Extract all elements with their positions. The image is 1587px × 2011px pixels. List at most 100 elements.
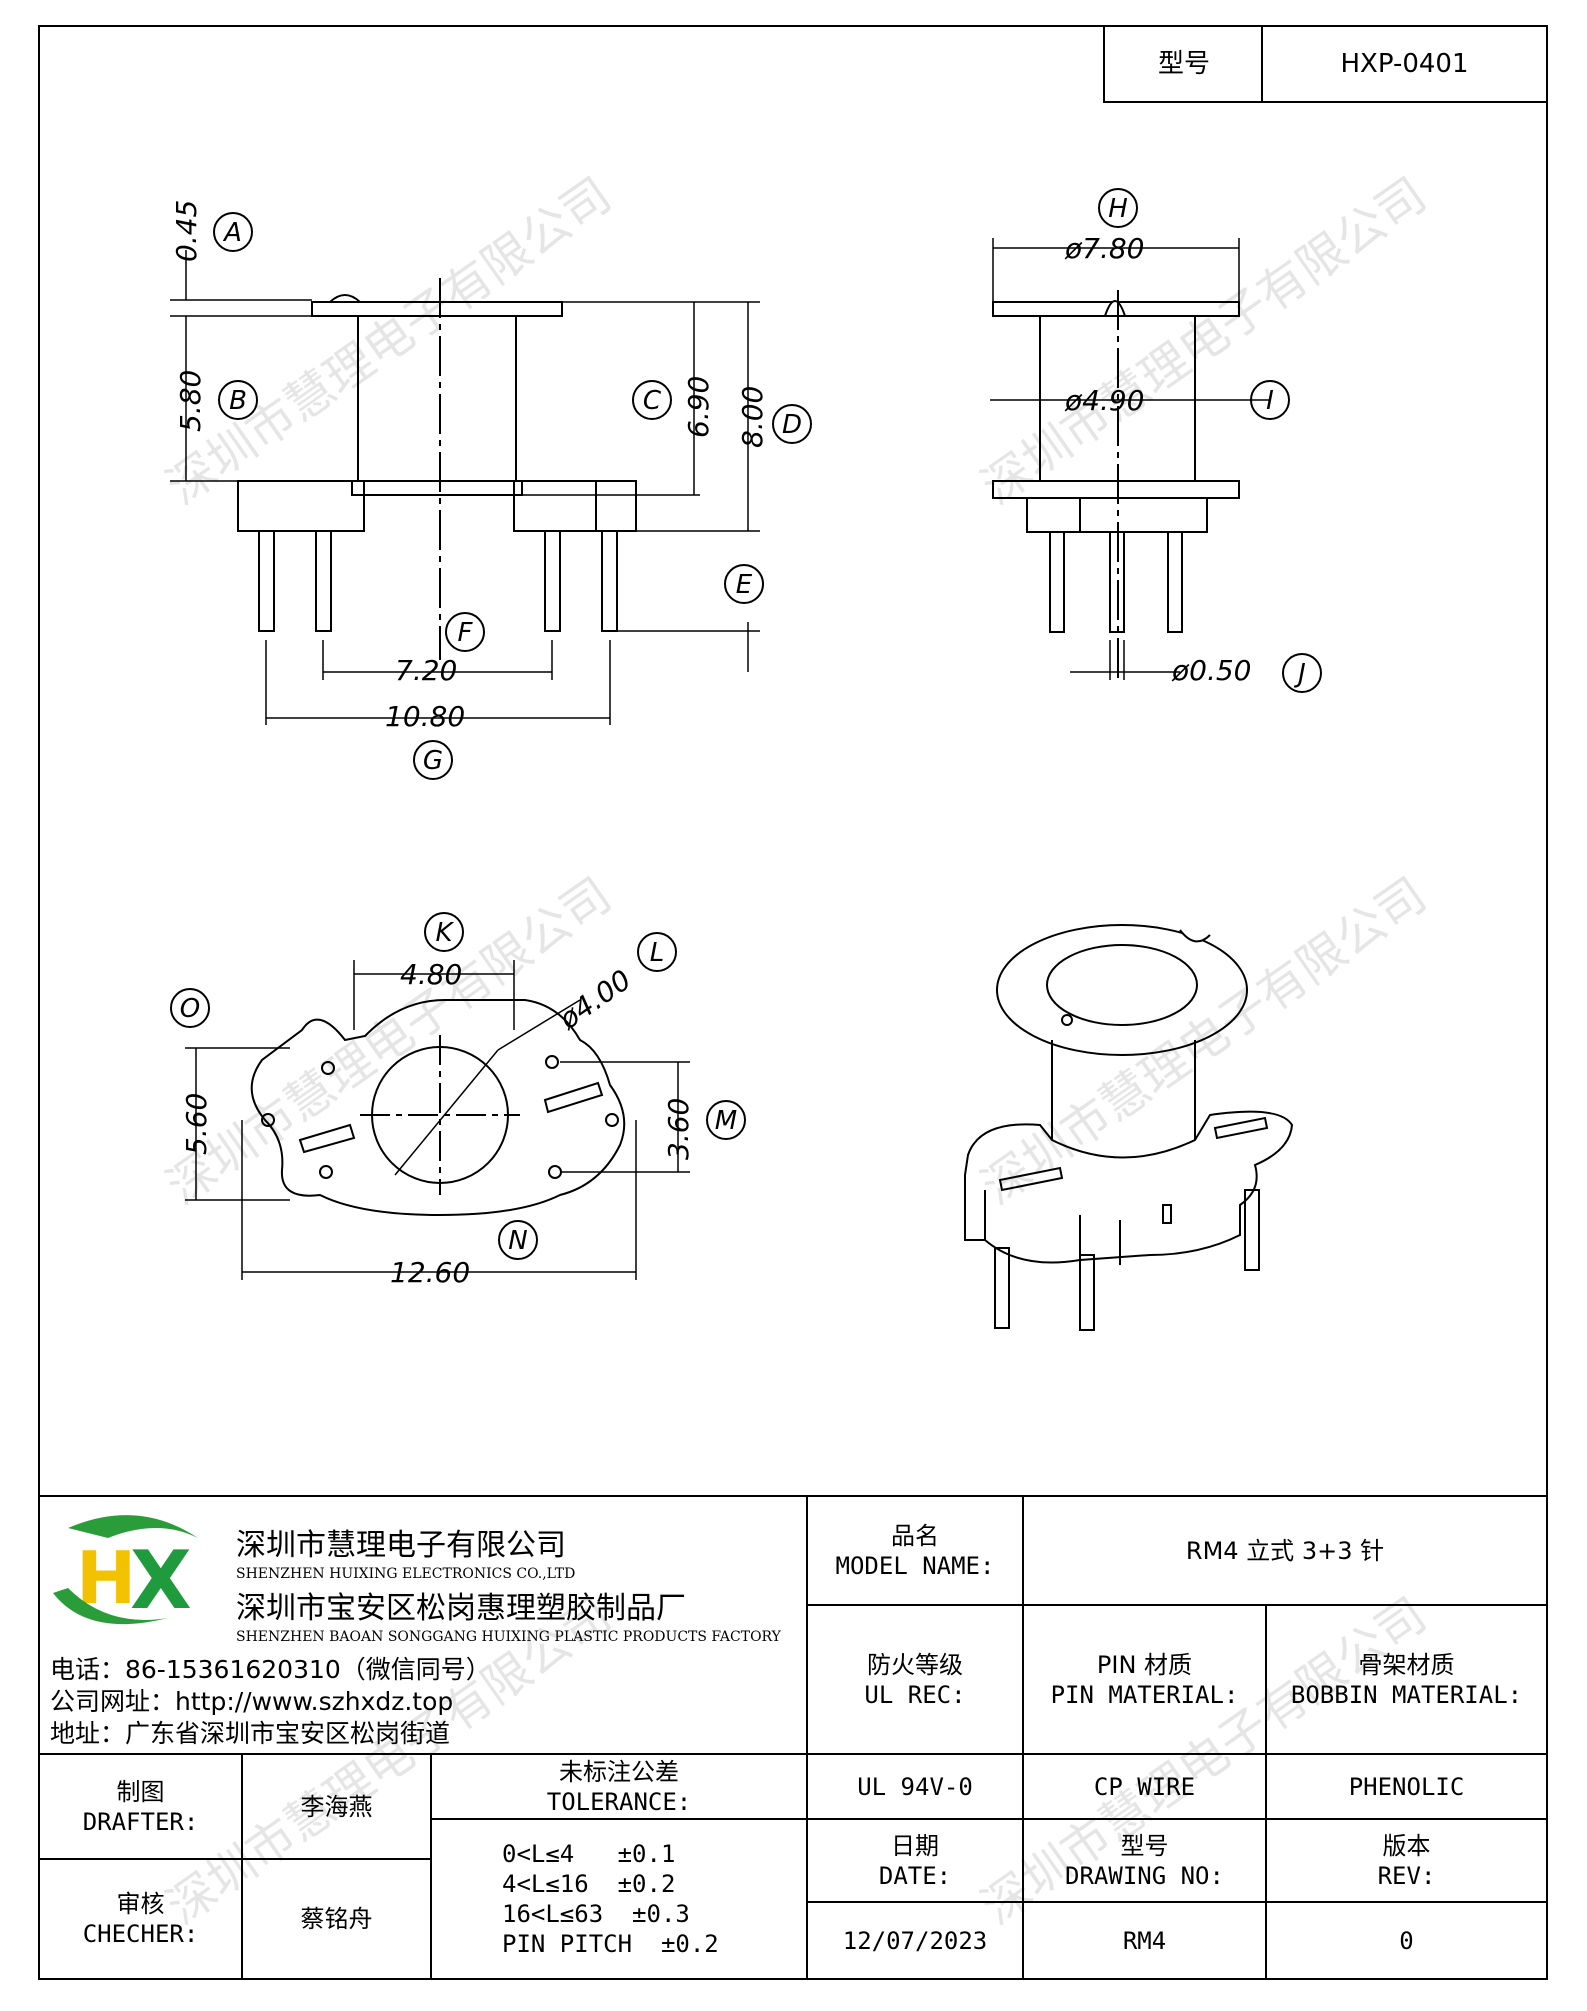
model-name-value: RM4 立式 3+3 针 bbox=[1022, 1495, 1548, 1606]
dim-l: ø4.00 bbox=[552, 963, 637, 1036]
svg-text:H: H bbox=[1108, 194, 1128, 224]
front-top-nub bbox=[329, 294, 361, 303]
bobbin-material-label: 骨架材质 BOBBIN MATERIAL: bbox=[1265, 1604, 1548, 1755]
header-model-label-text: 型号 bbox=[1157, 48, 1210, 79]
label-e: E bbox=[724, 564, 764, 604]
side-flange-bottom bbox=[992, 480, 1240, 499]
iso-pin-1 bbox=[994, 1247, 1010, 1329]
dim-n: 12.60 bbox=[390, 1256, 470, 1289]
side-pin-1 bbox=[1049, 531, 1065, 633]
tolerance-line-1: 0<L≤4 ±0.1 bbox=[502, 1840, 676, 1868]
company-name-en: SHENZHEN HUIXING ELECTRONICS CO.,LTD bbox=[236, 1566, 576, 1582]
drafter-name-text: 李海燕 bbox=[300, 1792, 373, 1821]
company-address: 地址：广东省深圳市宝安区松岗街道 bbox=[50, 1719, 451, 1748]
svg-text:E: E bbox=[736, 570, 753, 600]
dim-j: ø0.50 bbox=[1171, 654, 1251, 687]
front-pin-3 bbox=[544, 530, 561, 632]
header-model-value: HXP-0401 bbox=[1261, 25, 1548, 103]
label-a: A bbox=[213, 212, 253, 252]
front-pin-2 bbox=[315, 530, 332, 632]
front-flange-top bbox=[311, 301, 563, 317]
svg-text:C: C bbox=[643, 386, 662, 416]
pin-value-text: CP WIRE bbox=[1093, 1772, 1196, 1801]
drafter-name: 李海燕 bbox=[241, 1753, 432, 1860]
svg-text:D: D bbox=[782, 410, 802, 440]
model-name-label: 品名 MODEL NAME: bbox=[806, 1495, 1024, 1606]
model-name-cn: 品名 bbox=[891, 1521, 939, 1550]
bottom-view-outline bbox=[250, 999, 626, 1217]
tolerance-label: 未标注公差 TOLERANCE: bbox=[430, 1753, 808, 1820]
front-flange-bottom bbox=[351, 480, 523, 496]
svg-text:O: O bbox=[180, 994, 200, 1024]
pin-en: PIN MATERIAL: bbox=[1050, 1680, 1239, 1709]
drawing-no-value-text: RM4 bbox=[1122, 1926, 1167, 1955]
header-model-value-text: HXP-0401 bbox=[1340, 48, 1469, 79]
front-pin-1 bbox=[258, 530, 275, 632]
label-l: L bbox=[637, 932, 677, 972]
header-model-label: 型号 bbox=[1103, 25, 1263, 103]
side-pin-3 bbox=[1167, 531, 1183, 633]
technical-drawing: 0.45 5.80 6.90 8.00 7.20 10.80 ø7.80 ø4.… bbox=[170, 188, 1322, 1331]
checker-en: CHECHER: bbox=[82, 1920, 199, 1948]
svg-text:J: J bbox=[1293, 659, 1306, 689]
dim-i: ø4.90 bbox=[1064, 384, 1144, 417]
checker-cn: 审核 bbox=[116, 1890, 165, 1918]
iso-pin-3 bbox=[1244, 1189, 1260, 1271]
company-phone: 电话：86-15361620310（微信同号） bbox=[50, 1655, 491, 1684]
date-cn: 日期 bbox=[891, 1831, 939, 1860]
dim-c: 6.90 bbox=[682, 376, 715, 438]
front-pin-4 bbox=[601, 530, 618, 632]
drafter-en: DRAFTER: bbox=[82, 1807, 199, 1836]
label-d: D bbox=[772, 404, 812, 444]
ul-rec-label: 防火等级 UL REC: bbox=[806, 1604, 1024, 1755]
tolerance-line-4: PIN PITCH ±0.2 bbox=[502, 1930, 719, 1958]
company-info: H X 深圳市慧理电子有限公司 SHENZHEN HUIXING ELECTRO… bbox=[40, 1498, 808, 1753]
factory-name-cn: 深圳市宝安区松岗惠理塑胶制品厂 bbox=[236, 1591, 686, 1626]
title-block-top-rule bbox=[38, 1495, 1548, 1497]
front-base-right bbox=[513, 480, 637, 532]
rev-value-text: 0 bbox=[1399, 1926, 1414, 1955]
label-k: K bbox=[424, 912, 464, 952]
bobbin-en: BOBBIN MATERIAL: bbox=[1290, 1680, 1523, 1709]
svg-text:G: G bbox=[423, 746, 443, 776]
model-name-en: MODEL NAME: bbox=[835, 1551, 995, 1580]
dim-m: 3.60 bbox=[662, 1098, 695, 1160]
model-name-value-text: RM4 立式 3+3 针 bbox=[1185, 1536, 1385, 1565]
dim-f: 7.20 bbox=[395, 654, 457, 687]
ul-cn: 防火等级 bbox=[867, 1650, 963, 1679]
drawing-no-en: DRAWING NO: bbox=[1065, 1861, 1224, 1890]
label-n: N bbox=[498, 1220, 538, 1260]
svg-text:F: F bbox=[458, 618, 474, 648]
date-en: DATE: bbox=[878, 1861, 952, 1890]
label-h: H bbox=[1098, 188, 1138, 228]
dim-k: 4.80 bbox=[400, 958, 462, 991]
label-b: B bbox=[218, 380, 258, 420]
checker-name: 蔡铭舟 bbox=[241, 1858, 432, 1980]
svg-text:K: K bbox=[435, 918, 454, 948]
svg-text:I: I bbox=[1266, 386, 1274, 416]
label-m: M bbox=[706, 1100, 746, 1140]
front-core-tube bbox=[357, 315, 517, 482]
tolerance-line-2: 4<L≤16 ±0.2 bbox=[502, 1870, 676, 1898]
factory-name-en: SHENZHEN BAOAN SONGGANG HUIXING PLASTIC … bbox=[236, 1629, 781, 1645]
pin-material-label: PIN 材质 PIN MATERIAL: bbox=[1022, 1604, 1267, 1755]
checker-name-text: 蔡铭舟 bbox=[300, 1905, 373, 1933]
svg-text:L: L bbox=[650, 938, 665, 968]
bottom-view-center-hole bbox=[371, 1046, 509, 1184]
svg-text:N: N bbox=[508, 1226, 527, 1256]
front-base-left bbox=[237, 480, 365, 532]
logo-letter-x: X bbox=[130, 1534, 192, 1627]
company-name-cn: 深圳市慧理电子有限公司 bbox=[236, 1528, 566, 1563]
dim-g: 10.80 bbox=[385, 700, 465, 733]
company-website: 公司网址：http://www.szhxdz.top bbox=[50, 1687, 454, 1716]
company-logo: H X bbox=[53, 1515, 198, 1627]
label-f: F bbox=[445, 612, 485, 652]
label-j: J bbox=[1282, 653, 1322, 693]
ul-value-text: UL 94V-0 bbox=[857, 1772, 973, 1801]
label-c: C bbox=[632, 380, 672, 420]
bobbin-cn: 骨架材质 bbox=[1358, 1650, 1455, 1679]
dim-d: 8.00 bbox=[736, 386, 769, 448]
date-value: 12/07/2023 bbox=[806, 1901, 1024, 1980]
svg-text:M: M bbox=[715, 1106, 737, 1136]
ul-en: UL REC: bbox=[864, 1680, 966, 1709]
